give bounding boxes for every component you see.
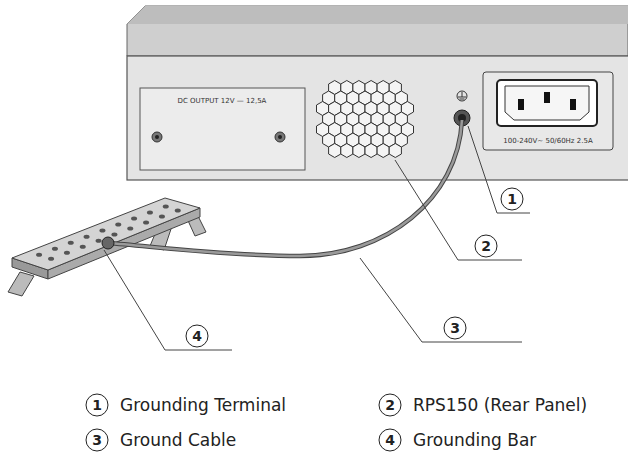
inlet-pin [518,99,524,110]
callout-number: 4 [379,429,402,452]
callout-number: 1 [86,394,109,417]
rear-panel [127,56,628,180]
legend-text: RPS150 (Rear Panel) [413,395,587,415]
grille-hole [329,144,341,158]
callout-number: 3 [86,429,109,452]
bar-hole [111,233,117,237]
callout-number: 2 [379,394,402,417]
grille-hole [353,144,365,158]
inlet-socket [505,86,589,120]
bar-hole [96,239,102,243]
bar-hole [159,214,165,218]
grille-hole [377,144,389,158]
cable-lug [102,237,114,249]
callout-number: 3 [444,317,467,340]
bar-hole [36,253,42,257]
bar-hole [115,223,121,227]
grille-hole [389,144,401,158]
callout-number: 1 [501,188,524,211]
grille-hole [365,144,377,158]
bar-hole [131,217,137,221]
device-top-edge [127,6,628,24]
screw [278,135,282,139]
inlet-pin [570,99,576,110]
panel-marking: 100-240V~ 50/60Hz 2.5A [503,137,592,145]
bar-hole [143,221,149,225]
power-inlet-plate [483,72,613,150]
dc-output-plate [140,88,305,170]
ground-symbol [457,91,467,101]
screw [152,132,162,142]
bar-hole [68,241,74,245]
bar-hole [175,208,181,212]
bar-hole [52,247,58,251]
panel-marking: DC OUTPUT 12V — 12,5A [178,97,267,105]
bar-hole [48,257,54,261]
device-top [127,6,628,56]
callout-number: 2 [475,235,498,258]
bar-hole [147,210,153,214]
leader-lines [104,126,530,350]
inlet-pin [544,92,550,103]
grille-hole [341,144,353,158]
bar-hole [64,251,70,255]
fan-grille [317,81,414,158]
legend-text: Grounding Bar [413,430,536,450]
bar-hole [84,235,90,239]
legend-text: Ground Cable [120,430,236,450]
ground-cable-core [108,120,462,256]
callout-number: 4 [186,325,209,348]
screw [155,135,159,139]
legend-text: Grounding Terminal [120,395,286,415]
bar-hole [80,245,86,249]
power-inlet [497,80,597,126]
bar-hole [99,229,105,233]
bar-hole [163,204,169,208]
ground-cable [108,120,462,256]
bar-hole [127,227,133,231]
screw [275,132,285,142]
